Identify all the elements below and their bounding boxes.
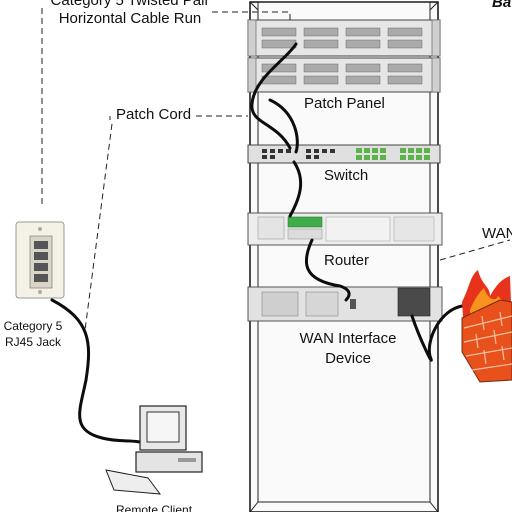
cable-run-label-line1: Category 5 Twisted Pair	[50, 0, 210, 9]
wan-interface-device	[247, 286, 443, 322]
corner-heading: Ba	[492, 0, 512, 11]
patch-panel-label: Patch Panel	[304, 95, 385, 112]
patch-panel-lower	[247, 57, 441, 93]
wan-label: WAN	[482, 225, 512, 242]
rj45-wall-jack-icon	[15, 221, 65, 299]
wan-interface-label-line2: Device	[325, 350, 371, 367]
switch-device	[247, 144, 441, 164]
remote-client-label: Remote Client	[116, 503, 193, 512]
switch-label: Switch	[324, 167, 369, 184]
desktop-computer-icon	[105, 405, 203, 495]
wan-interface-label-line1: WAN Interface	[299, 330, 397, 347]
cable-run-label-line2: Horizontal Cable Run	[58, 10, 202, 27]
cables	[50, 42, 464, 444]
patch-panel-upper	[247, 19, 441, 57]
patch-cord-label: Patch Cord	[116, 106, 192, 123]
jack-label-line2: RJ45 Jack	[4, 335, 62, 349]
router-device	[247, 212, 443, 246]
firewall-icon	[461, 270, 512, 383]
jack-label-line1: Category 5	[3, 319, 63, 333]
leader-lines	[41, 8, 511, 331]
router-label: Router	[324, 252, 370, 269]
